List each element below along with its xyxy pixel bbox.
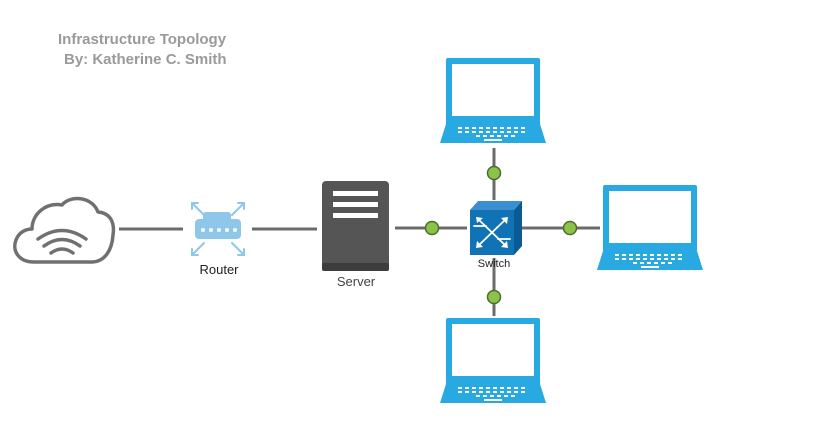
junction-dot xyxy=(424,220,440,236)
diagram-author: By: Katherine C. Smith xyxy=(64,51,227,68)
switch-label: Switch xyxy=(478,258,510,270)
laptop-icon xyxy=(440,58,546,143)
cloud-wifi-icon xyxy=(13,196,116,264)
server-label: Server xyxy=(337,274,376,289)
switch-icon xyxy=(470,201,522,255)
junction-dot xyxy=(486,289,502,305)
laptops xyxy=(440,58,703,403)
junction-dot xyxy=(562,220,578,236)
junctions xyxy=(424,165,578,305)
diagram-title: Infrastructure Topology xyxy=(58,31,227,48)
router-label: Router xyxy=(199,262,239,277)
laptop-icon xyxy=(597,185,703,270)
server-icon xyxy=(322,181,389,271)
junction-dot xyxy=(486,165,502,181)
laptop-icon xyxy=(440,318,546,403)
router-icon xyxy=(191,202,245,256)
